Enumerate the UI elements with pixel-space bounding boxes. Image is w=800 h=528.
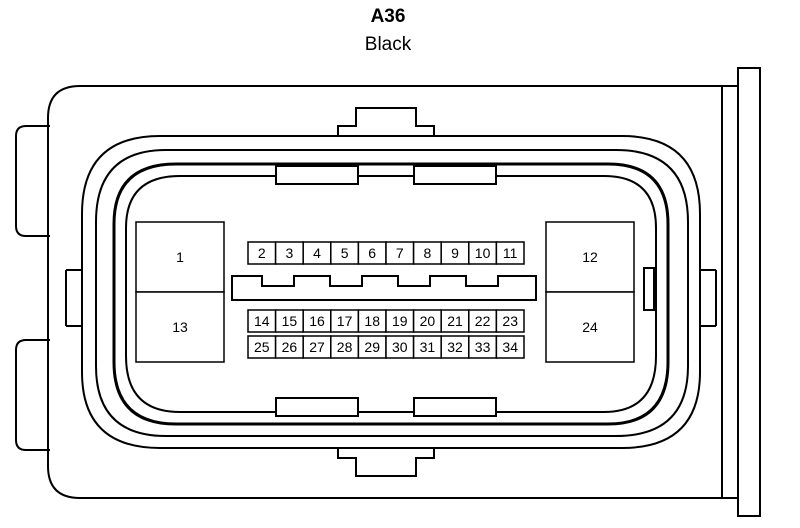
- pin-cell: [495, 335, 525, 359]
- shell-outline-2: [95, 149, 689, 437]
- pin-label: 22: [475, 313, 491, 329]
- right-notch: [699, 269, 717, 327]
- right-flange-outer: [737, 67, 761, 517]
- inner-cavity: [112, 162, 670, 426]
- top-key: [337, 107, 435, 136]
- outer-housing: [47, 85, 723, 499]
- right-flange-step: [722, 85, 738, 499]
- pin-label: 23: [502, 313, 518, 329]
- pin-cell: [495, 241, 525, 265]
- pin-cell: [545, 221, 635, 293]
- pin-label: 9: [451, 245, 459, 261]
- connector-code: A36: [371, 6, 406, 27]
- pin-label: 31: [420, 339, 436, 355]
- pin-label: 13: [172, 319, 188, 335]
- pin-label: 30: [392, 339, 408, 355]
- pin-label: 15: [282, 313, 298, 329]
- pin-label: 24: [582, 319, 598, 335]
- pin-label: 20: [420, 313, 436, 329]
- large-pins: 1 13 12 24: [135, 221, 635, 363]
- left-latch-upper: [15, 125, 50, 237]
- top-tab-right: [413, 165, 497, 185]
- pin-label: 3: [286, 245, 294, 261]
- bottom-tab-right: [413, 397, 497, 417]
- pin-label: 16: [309, 313, 325, 329]
- pin-label: 17: [337, 313, 353, 329]
- pin-label: 5: [341, 245, 349, 261]
- bottom-key: [337, 448, 435, 477]
- pin-cell: [495, 309, 525, 333]
- inner-cavity-2: [125, 175, 657, 413]
- pin-label: 28: [337, 339, 353, 355]
- bottom-tab-left: [275, 397, 359, 417]
- pin-label: 1: [176, 249, 184, 265]
- pin-label: 25: [254, 339, 270, 355]
- pin-label: 21: [447, 313, 463, 329]
- pin-label: 2: [258, 245, 266, 261]
- pin-label: 26: [282, 339, 298, 355]
- pin-label: 4: [313, 245, 321, 261]
- center-comb: [231, 275, 537, 301]
- pin-label: 29: [364, 339, 380, 355]
- pin-label: 7: [396, 245, 404, 261]
- connector-housing: [15, 67, 761, 517]
- left-notch: [65, 269, 83, 327]
- pin-label: 11: [503, 245, 518, 261]
- left-latch-lower: [15, 339, 50, 451]
- connector-color: Black: [365, 34, 412, 55]
- pin-cell: [135, 291, 225, 363]
- pin-label: 12: [582, 249, 598, 265]
- pin-label: 27: [309, 339, 325, 355]
- pin-label: 32: [447, 339, 463, 355]
- pin-cell: [135, 221, 225, 293]
- pin-label: 14: [254, 313, 270, 329]
- pin-label: 34: [502, 339, 518, 355]
- pin-label: 10: [475, 245, 491, 261]
- pin-label: 18: [364, 313, 380, 329]
- pin-label: 19: [392, 313, 408, 329]
- pin-label: 33: [475, 339, 491, 355]
- top-tab-left: [275, 165, 359, 185]
- pin-label: 6: [368, 245, 376, 261]
- pin-label: 8: [424, 245, 432, 261]
- right-small-notch: [643, 267, 655, 311]
- shell-outline-1: [81, 135, 701, 449]
- pin-cell: [545, 291, 635, 363]
